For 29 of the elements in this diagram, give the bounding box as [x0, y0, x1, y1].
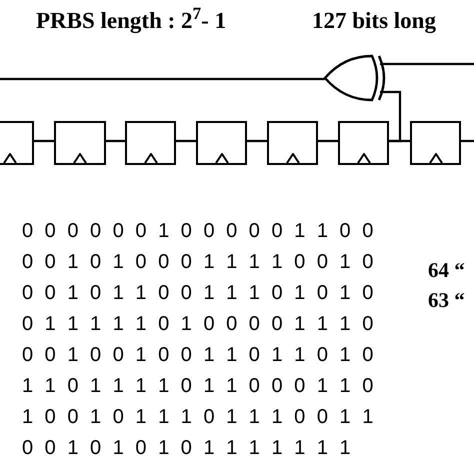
- wire: [318, 140, 338, 142]
- wire: [34, 140, 54, 142]
- title-text: PRBS length : 2$^{7}$- 1: [36, 6, 226, 36]
- wire: [247, 140, 267, 142]
- flip-flop-box: [338, 121, 389, 165]
- flip-flop-box: [410, 121, 461, 165]
- flip-flop-box: [267, 121, 318, 165]
- bit-sequence-row-text: 0 1 1 1 1 1 0 1 0 0 0 0 1 1 1 0: [22, 312, 374, 337]
- wire: [106, 140, 125, 142]
- flip-flop-box: [54, 121, 106, 165]
- bit-sequence-row-text: 0 0 1 0 0 1 0 0 1 1 0 1 1 0 1 0: [22, 343, 374, 368]
- flip-flop-box: [0, 121, 34, 165]
- bit-sequence-row-text: 1 1 0 1 1 1 1 0 1 1 0 0 0 1 1 0: [22, 374, 374, 399]
- bit-sequence-row-text: 0 0 0 0 0 0 1 0 0 0 0 0 1 1 0 0: [22, 219, 374, 244]
- flip-flop-box: [125, 121, 176, 165]
- wire: [380, 62, 474, 66]
- wire: [461, 140, 474, 142]
- bit-sequence-row-text: 0 0 1 0 1 0 0 0 1 1 1 1 0 0 1 0: [22, 250, 374, 275]
- title-text: 127 bits long: [312, 7, 436, 36]
- xor-gate-symbol: [322, 54, 386, 102]
- wire: [176, 140, 196, 142]
- bit-sequence-row-text: 0 0 1 0 1 0 1 0 1 1 1 1 1 1 1: [22, 436, 351, 461]
- wire: [380, 90, 402, 142]
- count-label: 63 “: [428, 287, 465, 314]
- count-label: 64 “: [428, 257, 465, 284]
- bit-sequence-row-text: 0 0 1 0 1 1 0 0 1 1 1 0 1 0 1 0: [22, 281, 374, 306]
- bit-sequence-row-text: 1 0 0 1 0 1 1 1 0 1 1 1 0 0 1 1: [22, 405, 374, 430]
- flip-flop-box: [196, 121, 247, 165]
- wire: [0, 78, 325, 80]
